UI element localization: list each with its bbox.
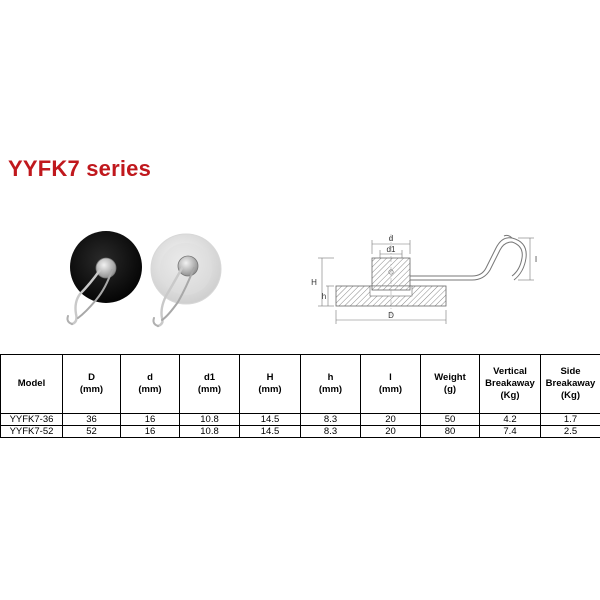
table-cell: 8.3 <box>300 425 361 438</box>
dim-label-h: h <box>322 292 326 301</box>
table-cell: 20 <box>360 425 421 438</box>
dim-label-d1: d1 <box>387 245 396 254</box>
hook-outline <box>410 234 527 281</box>
table-cell: YYFK7-52 <box>0 425 63 438</box>
table-cell: 14.5 <box>239 413 301 426</box>
table-cell: 80 <box>420 425 480 438</box>
table-cell: 10.8 <box>179 425 240 438</box>
column-header: D (mm) <box>62 354 121 414</box>
table-cell: 10.8 <box>179 413 240 426</box>
table-cell: 8.3 <box>300 413 361 426</box>
table-row: YYFK7-52 52 16 10.8 14.5 8.3 20 80 7.4 2… <box>0 425 600 438</box>
table-cell: 4.2 <box>479 413 541 426</box>
column-header: d1 (mm) <box>179 354 240 414</box>
table-cell: YYFK7-36 <box>0 413 63 426</box>
spec-table: Model D (mm) d (mm) d1 (mm) H (mm) h (mm… <box>0 354 600 438</box>
column-header: Model <box>0 354 63 414</box>
table-row: YYFK7-36 36 16 10.8 14.5 8.3 20 50 4.2 1… <box>0 413 600 426</box>
table-cell: 2.5 <box>540 425 600 438</box>
table-cell: 50 <box>420 413 480 426</box>
page-title: YYFK7 series <box>8 156 152 181</box>
column-header: Weight (g) <box>420 354 480 414</box>
dimension-labels: d d1 D H h l <box>311 234 537 320</box>
table-cell: 14.5 <box>239 425 301 438</box>
column-header: d (mm) <box>120 354 180 414</box>
column-header: H (mm) <box>239 354 301 414</box>
magnet-cross-section <box>335 234 447 316</box>
column-header: Side Breakaway (Kg) <box>540 354 600 414</box>
black-magnet-with-hook <box>66 231 142 326</box>
dim-label-D: D <box>388 311 394 320</box>
table-header-row: Model D (mm) d (mm) d1 (mm) H (mm) h (mm… <box>0 354 600 414</box>
product-photo <box>66 231 222 328</box>
dim-label-d: d <box>389 234 393 243</box>
dim-label-l: l <box>535 255 537 264</box>
table-cell: 16 <box>120 413 180 426</box>
table-cell: 36 <box>62 413 121 426</box>
table-cell: 1.7 <box>540 413 600 426</box>
table-cell: 16 <box>120 425 180 438</box>
dimension-lines <box>318 237 534 324</box>
column-header: h (mm) <box>300 354 361 414</box>
column-header: Vertical Breakaway (Kg) <box>479 354 541 414</box>
table-cell: 52 <box>62 425 121 438</box>
table-cell: 7.4 <box>479 425 541 438</box>
dim-label-H: H <box>311 278 317 287</box>
white-magnet-with-hook <box>150 233 222 328</box>
technical-drawing: d d1 D H h l <box>311 234 537 324</box>
table-cell: 20 <box>360 413 421 426</box>
column-header: l (mm) <box>360 354 421 414</box>
